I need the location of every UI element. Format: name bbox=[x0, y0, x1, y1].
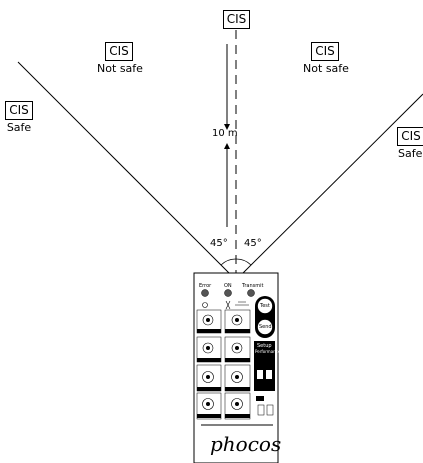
panel-text-2: Performance bbox=[255, 349, 281, 354]
dial-mid-2[interactable] bbox=[224, 336, 251, 363]
on-led-label: ON bbox=[224, 283, 232, 289]
transmit-led bbox=[247, 289, 255, 297]
brand-logo: phocos bbox=[210, 432, 282, 456]
right-angle-arc bbox=[235, 258, 252, 266]
dip-switch-1[interactable] bbox=[256, 396, 264, 401]
safe-label-left: Safe bbox=[6, 121, 32, 134]
error-led bbox=[201, 289, 209, 297]
angle-label-right: 45° bbox=[244, 238, 262, 249]
cis-box-right: CIS bbox=[397, 127, 423, 146]
test-button-label: Test bbox=[260, 303, 270, 309]
angle-label-left: 45° bbox=[210, 238, 228, 249]
dial-mid-4[interactable] bbox=[224, 392, 251, 420]
send-button-label: Send bbox=[259, 324, 272, 330]
dip-switch-3[interactable] bbox=[266, 404, 274, 416]
cis-box-upper-left: CIS bbox=[105, 42, 133, 61]
error-led-label: Error bbox=[199, 283, 212, 289]
selector-b[interactable] bbox=[266, 370, 272, 379]
dial-left-3[interactable] bbox=[196, 364, 222, 392]
send-button[interactable] bbox=[257, 319, 273, 335]
distance-label: 10 m bbox=[212, 128, 238, 139]
dial-left-1[interactable] bbox=[196, 309, 222, 334]
dial-mid-1[interactable] bbox=[224, 309, 251, 334]
signal-icon bbox=[235, 301, 249, 306]
cis-box-upper-right: CIS bbox=[311, 42, 339, 61]
not-safe-label-left: Not safe bbox=[97, 62, 143, 75]
sun-icon bbox=[202, 302, 208, 308]
selector-a[interactable] bbox=[257, 370, 263, 379]
transmit-led-label: Transmit bbox=[242, 283, 264, 289]
safe-label-right: Safe bbox=[398, 147, 423, 160]
dial-left-4[interactable] bbox=[196, 392, 222, 420]
dial-mid-3[interactable] bbox=[224, 364, 251, 392]
panel-text-1: Setup bbox=[257, 343, 272, 349]
cis-box-top: CIS bbox=[223, 10, 250, 29]
test-button[interactable] bbox=[257, 298, 273, 314]
dip-switch-2[interactable] bbox=[257, 404, 265, 416]
antenna-icon bbox=[225, 300, 231, 310]
cis-box-left: CIS bbox=[5, 101, 33, 120]
dial-left-2[interactable] bbox=[196, 336, 222, 363]
left-angle-arc bbox=[220, 258, 237, 266]
left-coverage-line bbox=[17, 61, 237, 281]
not-safe-label-right: Not safe bbox=[303, 62, 349, 75]
on-led bbox=[224, 289, 232, 297]
right-coverage-line bbox=[235, 93, 423, 281]
